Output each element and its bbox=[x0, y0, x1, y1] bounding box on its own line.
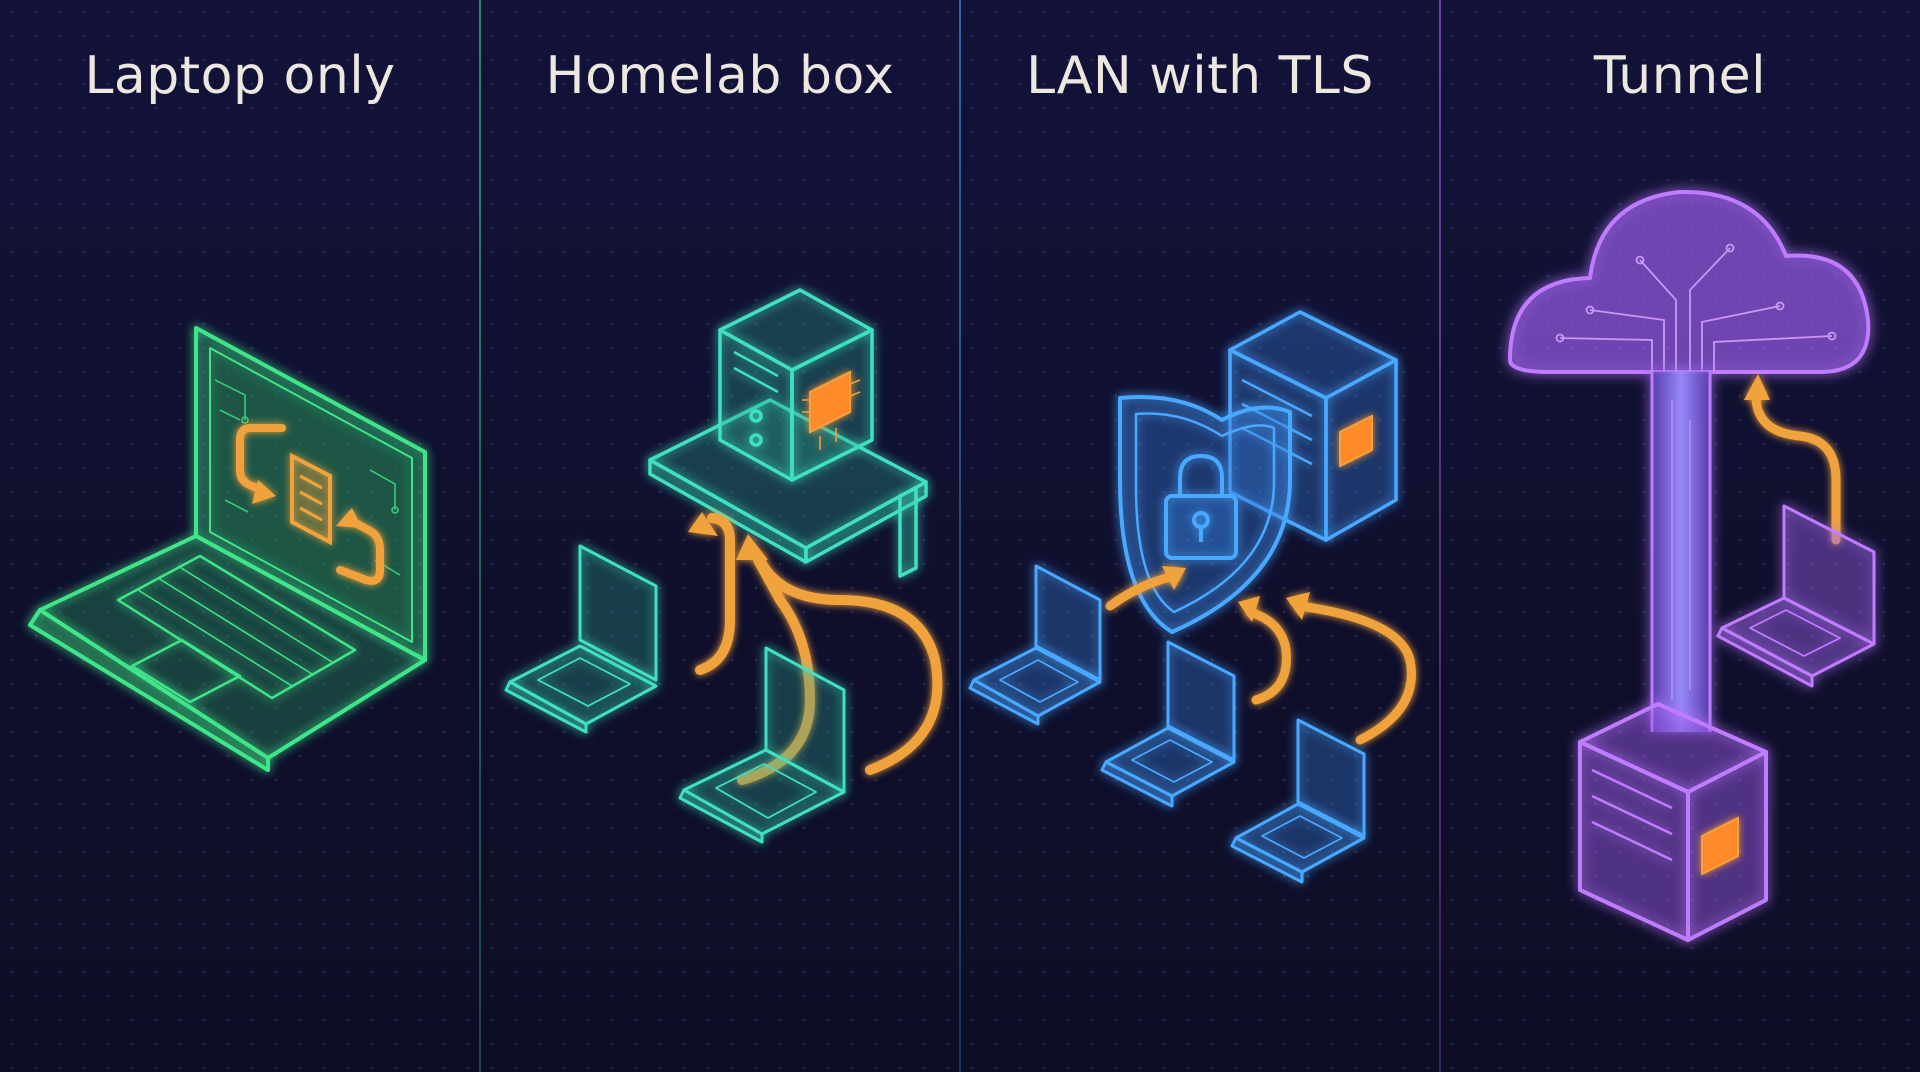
document-icon bbox=[290, 452, 332, 546]
homelab-box-illustration bbox=[504, 288, 943, 844]
panel-title-lan-with-tls: LAN with TLS bbox=[1026, 46, 1374, 106]
laptop-icon bbox=[28, 326, 427, 772]
laptop-icon-2 bbox=[678, 646, 846, 844]
cpu-chip-icon bbox=[802, 370, 861, 450]
panel-laptop-only: Laptop only bbox=[0, 0, 480, 1072]
upload-arrow-icon bbox=[1751, 391, 1841, 545]
arrow-head-2 bbox=[736, 534, 768, 560]
divider-2 bbox=[959, 0, 961, 1072]
divider-1 bbox=[479, 0, 481, 1072]
arrow-head-2 bbox=[1238, 596, 1260, 622]
cpu-chip-icon bbox=[1701, 816, 1739, 876]
arrow-head bbox=[1744, 374, 1770, 400]
panel-homelab-box: Homelab box bbox=[480, 0, 960, 1072]
laptop-icon-2 bbox=[1100, 640, 1236, 808]
panel-title-laptop-only: Laptop only bbox=[84, 46, 396, 106]
circuit-traces-icon bbox=[1555, 243, 1837, 372]
shield-lock-icon bbox=[1118, 394, 1292, 634]
upload-arrow-icon bbox=[1105, 571, 1416, 745]
tunnel-pipe-icon bbox=[1650, 372, 1712, 732]
arrow-head-3 bbox=[1286, 592, 1310, 620]
laptop-icon bbox=[968, 564, 1102, 726]
lan-with-tls-illustration bbox=[968, 310, 1416, 884]
panel-tunnel: Tunnel bbox=[1440, 0, 1920, 1072]
laptop-icon bbox=[504, 544, 658, 734]
panel-lan-with-tls: LAN with TLS bbox=[960, 0, 1440, 1072]
laptop-icon bbox=[1716, 504, 1876, 688]
divider-3 bbox=[1439, 0, 1441, 1072]
laptop-icon-3 bbox=[1230, 718, 1366, 884]
panel-title-tunnel: Tunnel bbox=[1593, 46, 1767, 106]
sync-arrows-icon bbox=[236, 424, 384, 585]
arrow-head-1 bbox=[688, 512, 718, 536]
laptop-only-illustration bbox=[28, 326, 427, 772]
cpu-chip-icon bbox=[1339, 414, 1373, 468]
arrow-head-1 bbox=[1162, 566, 1186, 590]
cloud-circuit-icon bbox=[1508, 189, 1871, 374]
panel-title-homelab-box: Homelab box bbox=[545, 46, 895, 106]
tunnel-illustration bbox=[1508, 189, 1876, 942]
